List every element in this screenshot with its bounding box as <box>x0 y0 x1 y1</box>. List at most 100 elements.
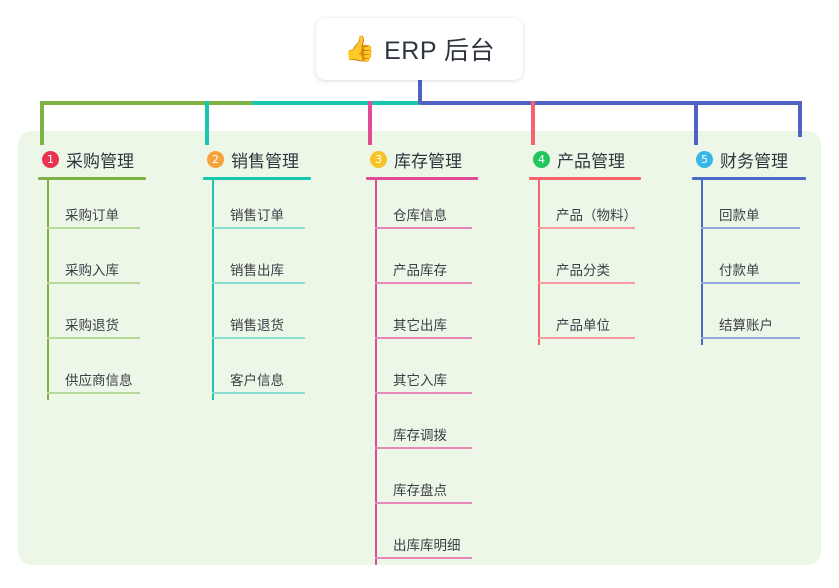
branch-title: 库存管理 <box>394 151 462 171</box>
branch-header-rule <box>692 177 806 180</box>
branch-item-label: 付款单 <box>719 263 760 278</box>
branch-item-label: 产品库存 <box>393 263 447 278</box>
branch-item[interactable]: 采购退货 <box>47 290 146 345</box>
branch-spine <box>701 180 703 345</box>
branches-panel <box>18 131 821 565</box>
branch-item[interactable]: 产品单位 <box>538 290 641 345</box>
branch-spine <box>538 180 540 345</box>
branch-item-label: 产品分类 <box>556 263 610 278</box>
branch-drop-line-4 <box>531 101 535 145</box>
branch-item-rule <box>538 282 635 284</box>
branch-item[interactable]: 客户信息 <box>212 345 311 400</box>
branch-item-label: 库存调拨 <box>393 428 447 443</box>
branch-item-rule <box>701 227 800 229</box>
branch-column-1: 1 采购管理采购订单采购入库采购退货供应商信息 <box>38 146 146 400</box>
branch-item-rule <box>47 282 140 284</box>
branch-item-label: 供应商信息 <box>65 373 133 388</box>
branch-item[interactable]: 其它入库 <box>375 345 478 400</box>
branch-item-rule <box>375 227 472 229</box>
branch-item-rule <box>701 282 800 284</box>
branch-title: 销售管理 <box>231 151 299 171</box>
branch-title: 产品管理 <box>557 151 625 171</box>
branch-item-rule <box>212 227 305 229</box>
branch-item-rule <box>375 392 472 394</box>
branch-drop-line-2 <box>205 101 209 145</box>
branch-item[interactable]: 产品库存 <box>375 235 478 290</box>
branch-item[interactable]: 回款单 <box>701 180 806 235</box>
branch-item-list: 采购订单采购入库采购退货供应商信息 <box>47 180 146 400</box>
branch-item-rule <box>212 392 305 394</box>
branch-item[interactable]: 采购订单 <box>47 180 146 235</box>
branch-item-label: 仓库信息 <box>393 208 447 223</box>
branch-item-list: 产品（物料） 产品分类产品单位 <box>538 180 641 345</box>
branch-item[interactable]: 其它出库 <box>375 290 478 345</box>
branch-spine <box>375 180 377 565</box>
branch-title: 财务管理 <box>720 151 788 171</box>
branch-item[interactable]: 销售出库 <box>212 235 311 290</box>
branch-header-rule <box>38 177 146 180</box>
branch-item-rule <box>538 337 635 339</box>
branch-header-rule <box>529 177 641 180</box>
branch-item-list: 销售订单销售出库销售退货客户信息 <box>212 180 311 400</box>
branch-item-label: 产品（物料） <box>556 208 637 223</box>
branch-item-label: 客户信息 <box>230 373 284 388</box>
branch-item[interactable]: 出库库明细 <box>375 510 478 565</box>
branch-item[interactable]: 产品分类 <box>538 235 641 290</box>
branch-item-label: 采购订单 <box>65 208 119 223</box>
branch-item-rule <box>375 447 472 449</box>
branch-item[interactable]: 供应商信息 <box>47 345 146 400</box>
branch-item[interactable]: 产品（物料） <box>538 180 641 235</box>
root-node[interactable]: 👍 ERP 后台 <box>316 18 523 80</box>
branch-column-3: 3 库存管理仓库信息产品库存其它出库其它入库库存调拨库存盘点出库库明细 <box>366 146 478 565</box>
branch-item[interactable]: 销售订单 <box>212 180 311 235</box>
branch-header-3[interactable]: 3 库存管理 <box>366 146 478 172</box>
connector-segment <box>420 101 694 105</box>
branch-item-rule <box>375 557 472 559</box>
branch-header-rule <box>366 177 478 180</box>
branch-item-label: 其它出库 <box>393 318 447 333</box>
branch-item-rule <box>212 282 305 284</box>
branch-item[interactable]: 付款单 <box>701 235 806 290</box>
branch-header-rule <box>203 177 311 180</box>
branch-item[interactable]: 销售退货 <box>212 290 311 345</box>
branch-item-label: 库存盘点 <box>393 483 447 498</box>
connector-segment <box>694 101 800 105</box>
root-node-title: ERP 后台 <box>384 37 496 65</box>
branch-item-label: 销售订单 <box>230 208 284 223</box>
branch-header-1[interactable]: 1 采购管理 <box>38 146 146 172</box>
branch-item-label: 销售出库 <box>230 263 284 278</box>
branch-item[interactable]: 仓库信息 <box>375 180 478 235</box>
branch-item[interactable]: 库存盘点 <box>375 455 478 510</box>
branch-drop-line-5 <box>694 101 698 145</box>
branch-number-badge: 3 <box>370 150 387 168</box>
branch-item[interactable]: 采购入库 <box>47 235 146 290</box>
branch-item-rule <box>47 392 140 394</box>
branch-item-rule <box>701 337 800 339</box>
branch-item-rule <box>47 337 140 339</box>
branch-number-badge: 1 <box>42 150 59 168</box>
branch-item[interactable]: 结算账户 <box>701 290 806 345</box>
branch-item[interactable]: 库存调拨 <box>375 400 478 455</box>
branch-item-list: 仓库信息产品库存其它出库其它入库库存调拨库存盘点出库库明细 <box>375 180 478 565</box>
connector-end-cap <box>798 101 802 137</box>
branch-item-label: 回款单 <box>719 208 760 223</box>
branch-drop-line-3 <box>368 101 372 145</box>
branch-item-rule <box>47 227 140 229</box>
branch-item-label: 产品单位 <box>556 318 610 333</box>
branch-item-list: 回款单付款单结算账户 <box>701 180 806 345</box>
root-connector-line <box>418 80 422 104</box>
connector-segment <box>252 101 420 105</box>
connector-end-cap <box>40 101 44 137</box>
connector-segment <box>40 101 252 105</box>
thumbs-up-icon: 👍 <box>343 34 376 63</box>
branch-spine <box>212 180 214 400</box>
branch-item-label: 出库库明细 <box>393 538 461 553</box>
branch-title: 采购管理 <box>66 151 134 171</box>
